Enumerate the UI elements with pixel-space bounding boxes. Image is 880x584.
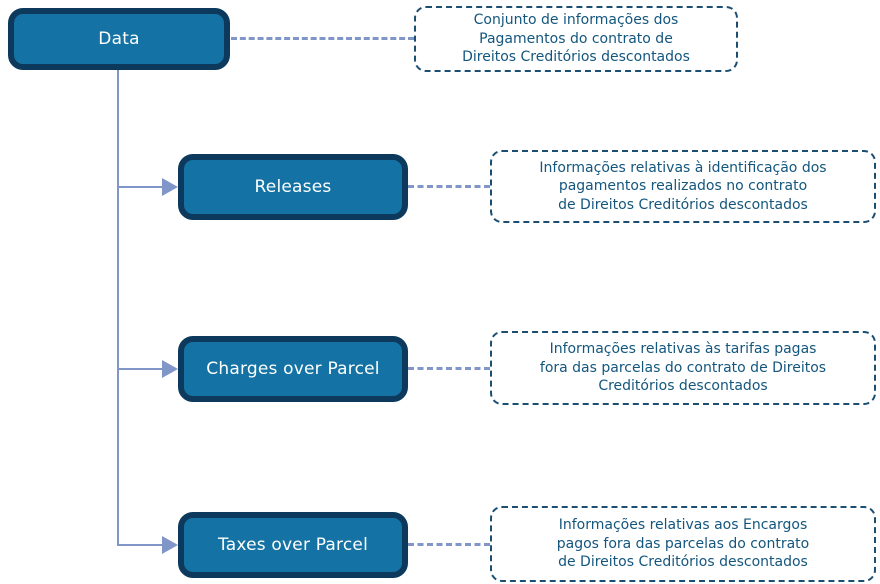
- connector-branch-charges: [118, 368, 164, 370]
- arrowhead-charges-icon: [162, 360, 178, 378]
- node-taxes-over-parcel: Taxes over Parcel: [178, 512, 408, 578]
- connector-note-taxes: [408, 543, 490, 546]
- connector-branch-taxes: [118, 544, 164, 546]
- note-taxes: Informações relativas aos Encargos pagos…: [490, 506, 876, 582]
- connector-note-charges: [408, 367, 490, 370]
- node-data-label: Data: [98, 29, 140, 49]
- connector-note-releases: [408, 185, 490, 188]
- arrowhead-releases-icon: [162, 178, 178, 196]
- node-taxes-over-parcel-label: Taxes over Parcel: [217, 535, 368, 555]
- connector-note-data: [231, 37, 414, 40]
- note-releases: Informações relativas à identificação do…: [490, 150, 876, 223]
- connector-branch-releases: [118, 186, 164, 188]
- node-data: Data: [8, 8, 230, 70]
- connector-trunk: [117, 70, 119, 546]
- node-releases-label: Releases: [254, 177, 332, 197]
- note-charges: Informações relativas às tarifas pagas f…: [490, 331, 876, 405]
- node-charges-over-parcel-label: Charges over Parcel: [206, 359, 380, 379]
- node-releases: Releases: [178, 154, 408, 220]
- node-charges-over-parcel: Charges over Parcel: [178, 336, 408, 402]
- arrowhead-taxes-icon: [162, 536, 178, 554]
- note-data: Conjunto de informações dos Pagamentos d…: [414, 6, 738, 72]
